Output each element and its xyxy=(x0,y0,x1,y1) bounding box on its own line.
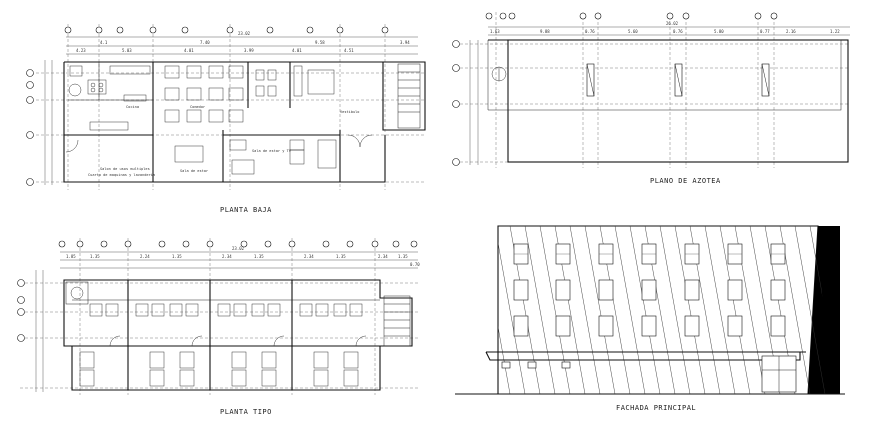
typical-floor-walls xyxy=(63,279,413,391)
ground-floor-walls xyxy=(63,61,426,183)
roof-plan-axis-bubbles xyxy=(452,12,778,166)
dim-inner-2: 5.03 xyxy=(122,48,132,53)
facade-side-shadow xyxy=(808,226,840,394)
dim-top-4: 3.94 xyxy=(400,40,410,45)
typical-dim-8: 1.35 xyxy=(336,254,346,259)
roof-dim-9: 1.22 xyxy=(830,29,840,34)
dim-inner-3: 4.01 xyxy=(184,48,194,53)
typical-dim-7: 2.34 xyxy=(304,254,314,259)
typical-dim-3: 2.24 xyxy=(140,254,150,259)
typical-floor-dimensions: 23.02 1.85 1.35 2.24 1.35 2.34 1.35 2.34… xyxy=(35,246,420,392)
room-label-living: Sala de estar xyxy=(180,169,209,173)
typical-dim-4: 1.35 xyxy=(172,254,182,259)
facade-windows xyxy=(513,243,786,337)
typical-dim-9: 2.34 xyxy=(378,254,388,259)
typical-floor-plan: 23.02 1.85 1.35 2.24 1.35 2.34 1.35 2.34… xyxy=(17,238,420,416)
roof-dim-5: 0.76 xyxy=(673,29,683,34)
overall-dimension: 23.02 xyxy=(238,31,251,36)
dim-inner-4: 3.99 xyxy=(244,48,254,53)
facade-title: FACHADA PRINCIPAL xyxy=(616,404,696,412)
roof-dim-7: 0.77 xyxy=(760,29,770,34)
roof-dim-2: 9.88 xyxy=(540,29,550,34)
roof-dim-8: 2.16 xyxy=(786,29,796,34)
roof-dim-3: 0.76 xyxy=(585,29,595,34)
room-label-dining: Comedor xyxy=(190,105,206,109)
roof-plan-title: PLANO DE AZOTEA xyxy=(650,177,721,185)
room-label-tv-room: Sala de estar y TV xyxy=(252,149,292,153)
typical-dim-6: 1.35 xyxy=(254,254,264,259)
dim-top-2: 7.40 xyxy=(200,40,210,45)
dim-inner-6: 4.51 xyxy=(344,48,354,53)
roof-plan-axes xyxy=(460,12,850,168)
typical-dim-11: 0.70 xyxy=(410,262,420,267)
facade-elevation: FACHADA PRINCIPAL xyxy=(455,225,845,412)
dim-inner-1: 4.23 xyxy=(76,48,86,53)
typical-dim-1: 1.85 xyxy=(66,254,76,259)
typical-floor-title: PLANTA TIPO xyxy=(220,408,272,416)
roof-plan-dimensions: 26.02 1.63 9.88 0.76 5.60 0.76 5.80 0.77… xyxy=(469,21,850,165)
ground-floor-dimensions: 23.02 4.1 7.40 9.58 3.94 4.23 5.03 4.01 … xyxy=(44,31,418,185)
typical-dim-10: 1.35 xyxy=(398,254,408,259)
dining-tables xyxy=(164,65,244,123)
typical-floor-units xyxy=(79,303,367,387)
ground-floor-axes xyxy=(36,24,425,190)
room-label-multipurpose: Salon de usos multiples xyxy=(100,167,150,171)
ground-floor-plan: 23.02 4.1 7.40 9.58 3.94 4.23 5.03 4.01 … xyxy=(26,24,426,214)
roof-outline xyxy=(487,39,849,163)
facade-ground-level xyxy=(455,351,845,395)
ground-floor-title: PLANTA BAJA xyxy=(220,206,272,214)
dim-top-1: 4.1 xyxy=(100,40,108,45)
roof-dim-6: 5.80 xyxy=(714,29,724,34)
typical-dim-2: 1.35 xyxy=(90,254,100,259)
room-label-lobby: Vestibulo xyxy=(340,110,359,114)
ground-floor-axis-bubbles xyxy=(26,26,389,186)
room-label-kitchen: Cocina xyxy=(126,105,139,109)
roof-plan: 26.02 1.63 9.88 0.76 5.60 0.76 5.80 0.77… xyxy=(452,12,850,185)
typical-floor-axis-bubbles xyxy=(17,240,418,342)
roof-overall-dimension: 26.02 xyxy=(666,21,679,26)
typical-dim-5: 2.34 xyxy=(222,254,232,259)
roof-dim-1: 1.63 xyxy=(490,29,500,34)
typical-overall-dimension: 23.02 xyxy=(232,246,245,251)
ground-floor-room-labels: Cocina Comedor Vestibulo Sala de estar y… xyxy=(88,105,359,177)
roof-dim-4: 5.60 xyxy=(628,29,638,34)
dim-inner-5: 4.01 xyxy=(292,48,302,53)
room-label-machine-room: Cuarto de maquinas y lavanderia xyxy=(88,173,155,177)
dim-top-3: 9.58 xyxy=(315,40,325,45)
